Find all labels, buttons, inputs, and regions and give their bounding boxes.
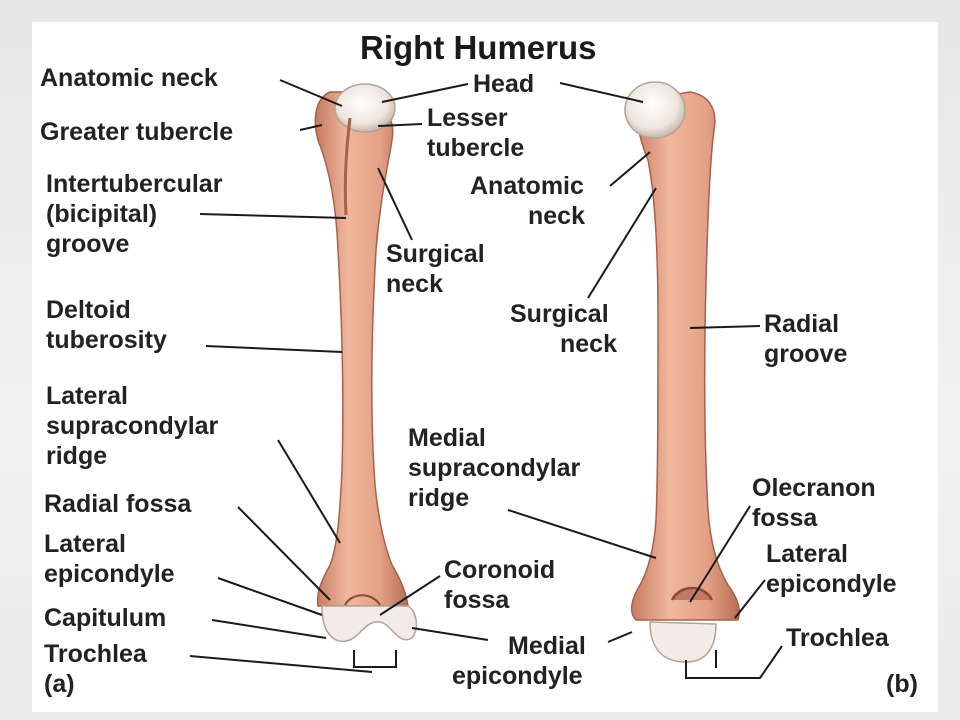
label-surgical-neck-a-line2: neck [386, 270, 443, 298]
figure-card [32, 22, 938, 712]
label-capitulum: Capitulum [44, 604, 166, 632]
label-anatomic-neck-b-line1: Anatomic [470, 172, 584, 200]
humerus-a-shaft [314, 91, 409, 607]
humerus-b-head [624, 81, 686, 139]
label-surgical-neck-a-line1: Surgical [386, 240, 485, 268]
label-medial-epicondyle-line1: Medial [508, 632, 586, 660]
label-lat-supracondylar-line1: Lateral [46, 382, 128, 410]
label-lat-epicondyle-a-line2: epicondyle [44, 560, 175, 588]
humerus-a-fossa [344, 594, 381, 606]
label-lat-supracondylar-line3: ridge [46, 442, 107, 470]
label-med-supracondylar-line3: ridge [408, 484, 469, 512]
label-trochlea-a: Trochlea [44, 640, 148, 668]
humerus-b-trochlea-shape [649, 621, 717, 663]
label-radial-groove-line2: groove [764, 340, 847, 368]
humerus-a-groove [343, 117, 352, 216]
label-anatomic-neck: Anatomic neck [40, 64, 218, 92]
label-trochlea-b: Trochlea [786, 624, 890, 652]
leader-lines-b [507, 82, 783, 679]
humerus-anterior-view [314, 83, 418, 643]
label-coronoid-line2: fossa [444, 586, 510, 614]
leader-lines-a [189, 79, 489, 673]
label-greater-tubercle: Greater tubercle [40, 118, 233, 146]
label-lat-epicondyle-b-line1: Lateral [766, 540, 848, 568]
humerus-b-shaft [630, 91, 740, 621]
label-med-supracondylar-line1: Medial [408, 424, 486, 452]
labels-panel-b: Anatomic neck Surgical neck Radial groov… [408, 172, 918, 698]
label-intertubercular-line2: (bicipital) [46, 200, 157, 228]
label-deltoid-line1: Deltoid [46, 296, 131, 324]
label-radial-groove-line1: Radial [764, 310, 839, 338]
label-anatomic-neck-b-line2: neck [528, 202, 585, 230]
label-intertubercular-line3: groove [46, 230, 129, 258]
label-lat-supracondylar-line2: supracondylar [46, 412, 219, 440]
label-olecranon-line1: Olecranon [752, 474, 876, 502]
label-lat-epicondyle-a-line1: Lateral [44, 530, 126, 558]
label-deltoid-line2: tuberosity [46, 326, 167, 354]
label-med-supracondylar-line2: supracondylar [408, 454, 581, 482]
label-lesser-tubercle-line1: Lesser [427, 104, 508, 132]
label-medial-epicondyle-line2: epicondyle [452, 662, 583, 690]
label-coronoid-line1: Coronoid [444, 556, 555, 584]
label-lesser-tubercle-line2: tubercle [427, 134, 524, 162]
panel-a-tag: (a) [44, 670, 75, 698]
humerus-b-olecranon-fossa [670, 586, 714, 601]
humerus-a-condyles [321, 605, 418, 643]
label-head: Head [473, 70, 534, 98]
label-surgical-neck-b-line1: Surgical [510, 300, 609, 328]
label-lat-epicondyle-b-line2: epicondyle [766, 570, 897, 598]
label-olecranon-line2: fossa [752, 504, 818, 532]
panel-b-tag: (b) [886, 670, 918, 698]
label-intertubercular-line1: Intertubercular [46, 170, 223, 198]
diagram-title: Right Humerus [360, 29, 597, 66]
labels-panel-a: Anatomic neck Head Greater tubercle Less… [40, 64, 586, 698]
label-radial-fossa: Radial fossa [44, 490, 192, 518]
label-surgical-neck-b-line2: neck [560, 330, 617, 358]
humerus-posterior-view [624, 81, 740, 663]
